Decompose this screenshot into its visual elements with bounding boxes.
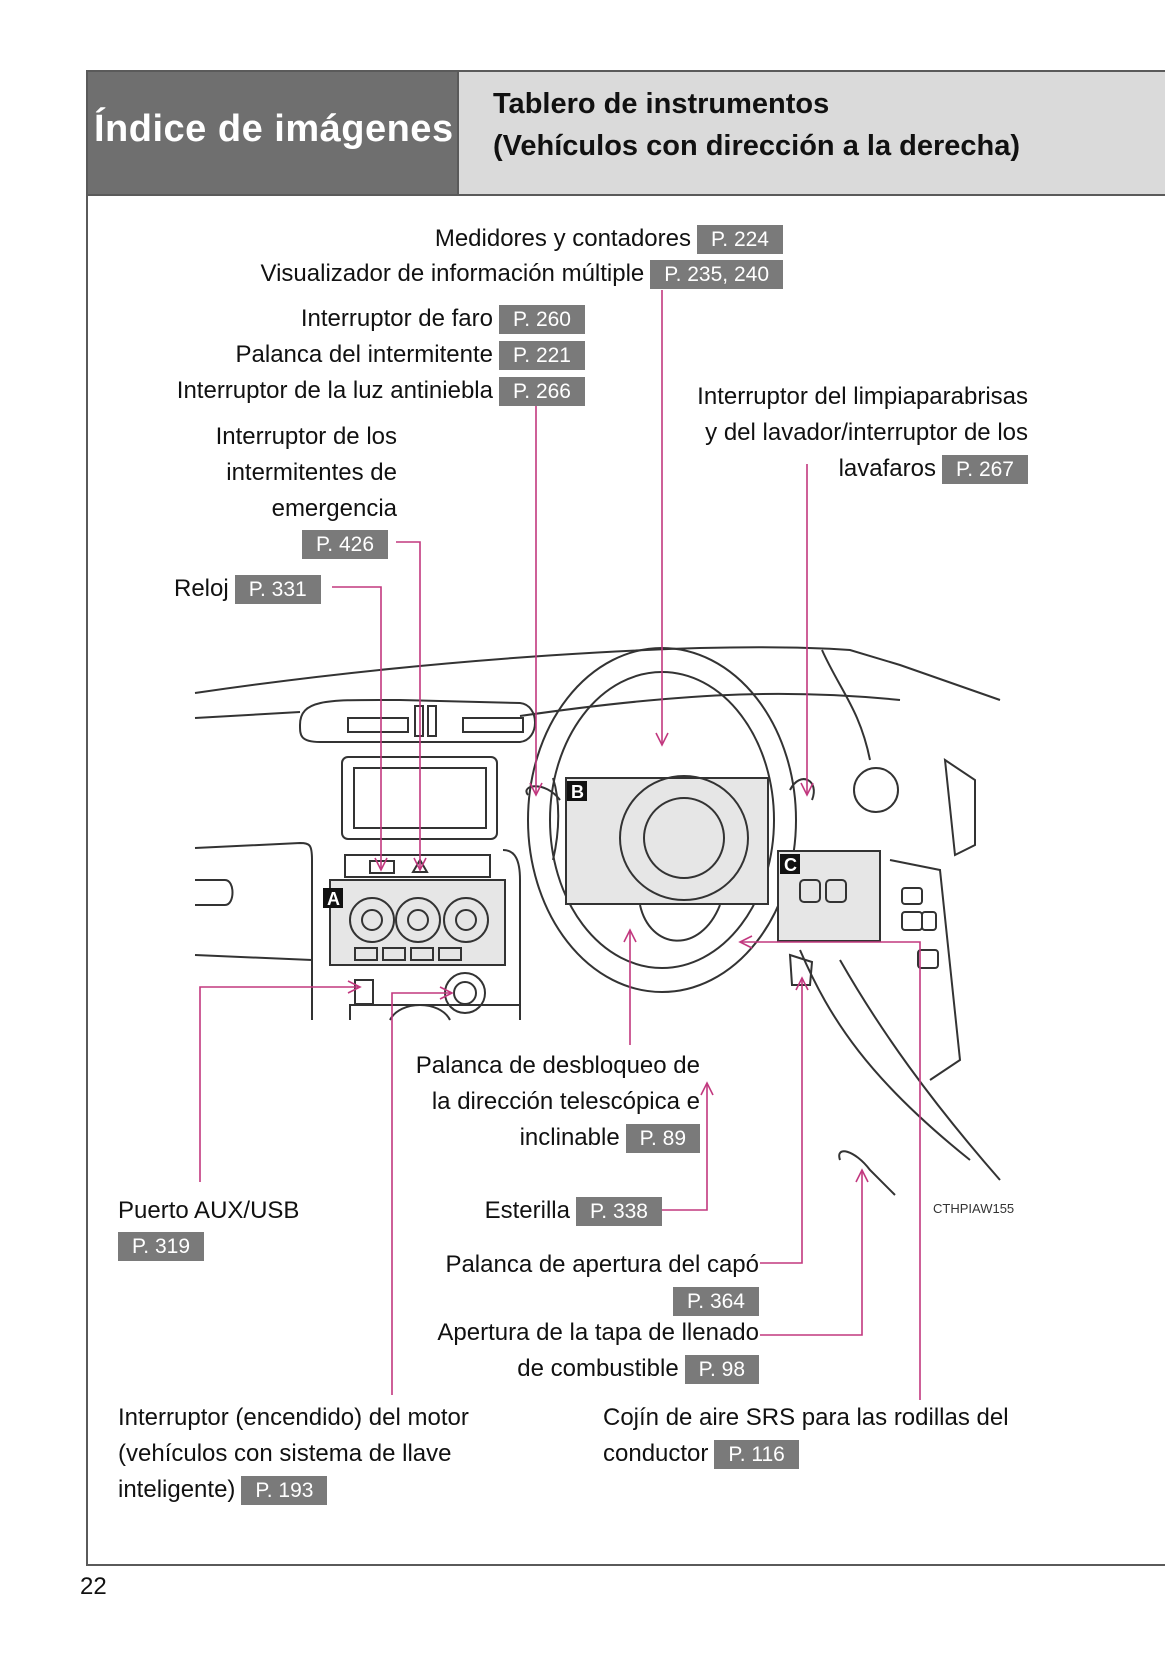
- callout-knee-airbag-line-2: conductor: [603, 1440, 709, 1467]
- callout-tilt-line-3: inclinable: [519, 1124, 620, 1151]
- leader-lines: [199, 290, 921, 1400]
- callout-wiper-line-3: lavafaros: [838, 455, 936, 482]
- page-ref-knee-airbag[interactable]: P. 116: [714, 1440, 799, 1470]
- marker-b-box: [567, 781, 587, 801]
- callout-hazard-line-3: emergencia: [271, 495, 397, 522]
- page-ref-fog-light[interactable]: P. 266: [498, 377, 585, 407]
- page-ref-multi-display[interactable]: P. 235, 240: [650, 260, 783, 290]
- page-ref-gauges[interactable]: P. 224: [696, 225, 783, 255]
- callout-turn-signal-label: Palanca del intermitente: [235, 341, 493, 368]
- callout-engine-line-1: Interruptor (encendido) del motor: [118, 1404, 469, 1431]
- callout-engine: Interruptor (encendido) del motor (vehíc…: [118, 1400, 469, 1508]
- callout-tilt-line-2: la dirección telescópica e: [431, 1088, 700, 1115]
- callout-aux-label: Puerto AUX/USB: [118, 1197, 300, 1224]
- page-ref-hazard[interactable]: P. 426: [302, 530, 389, 559]
- callout-knee-airbag: Cojín de aire SRS para las rodillas del …: [603, 1400, 1009, 1472]
- callout-gauges-label: Medidores y contadores: [434, 225, 691, 252]
- callout-tilt-line-1: Palanca de desbloqueo de: [415, 1052, 700, 1079]
- page-ref-turn-signal[interactable]: P. 221: [498, 341, 585, 371]
- callout-fuel-line-2: de combustible: [517, 1355, 679, 1382]
- page-ref-aux[interactable]: P. 319: [118, 1232, 205, 1261]
- callout-knee-airbag-line-1: Cojín de aire SRS para las rodillas del: [603, 1404, 1009, 1431]
- callout-headlight-label: Interruptor de faro: [300, 305, 493, 332]
- callout-hazard-line-1: Interruptor de los: [215, 423, 397, 450]
- section-tab: Índice de imágenes: [88, 70, 457, 196]
- callout-wiper-line-1: Interruptor del limpiaparabrisas: [697, 383, 1028, 410]
- marker-b: B: [571, 782, 584, 802]
- dashboard-drawing: [194, 646, 1001, 1196]
- section-title: Índice de imágenes: [94, 108, 454, 150]
- callout-tilt: Palanca de desbloqueo de la dirección te…: [416, 1048, 700, 1156]
- page-ref-engine[interactable]: P. 193: [241, 1476, 328, 1506]
- page-ref-mat[interactable]: P. 338: [575, 1197, 662, 1227]
- callout-hazard-line-2: intermitentes de: [226, 459, 397, 486]
- callout-hood-label: Palanca de apertura del capó: [445, 1251, 759, 1278]
- callout-aux: Puerto AUX/USB: [118, 1193, 299, 1229]
- callout-engine-line-2: (vehículos con sistema de llave: [118, 1440, 452, 1467]
- marker-a: A: [327, 889, 340, 909]
- callout-fuel-line-1: Apertura de la tapa de llenado: [437, 1319, 759, 1346]
- heading-line-2: (Vehículos con dirección a la derecha): [493, 130, 1021, 162]
- callout-mat-label: Esterilla: [484, 1197, 570, 1224]
- page-ref-tilt[interactable]: P. 89: [625, 1124, 700, 1154]
- marker-c-box: [780, 854, 800, 874]
- page-heading: Tablero de instrumentos (Vehículos con d…: [457, 70, 1165, 196]
- callout-multi-display-label: Visualizador de información múltiple: [260, 260, 645, 287]
- callout-hazard: Interruptor de los intermitentes de emer…: [216, 419, 397, 527]
- callout-wiper: Interruptor del limpiaparabrisas y del l…: [697, 379, 1028, 487]
- callout-fuel: Apertura de la tapa de llenado de combus…: [437, 1315, 759, 1387]
- page-ref-fuel[interactable]: P. 98: [684, 1355, 759, 1385]
- callout-engine-line-3: inteligente): [118, 1476, 236, 1503]
- page-ref-hood[interactable]: P. 364: [672, 1287, 759, 1316]
- marker-a-box: [323, 888, 343, 908]
- callout-fog-light-label: Interruptor de la luz antiniebla: [176, 377, 493, 404]
- page-frame: [86, 70, 1165, 1566]
- heading-line-1: Tablero de instrumentos: [493, 88, 830, 120]
- callout-clock-label: Reloj: [174, 575, 229, 602]
- callout-hood: Palanca de apertura del capó: [445, 1247, 759, 1283]
- page-ref-clock[interactable]: P. 331: [234, 575, 321, 605]
- marker-c: C: [784, 855, 797, 875]
- image-code: CTHPIAW155: [933, 1201, 1015, 1216]
- callout-wiper-line-2: y del lavador/interruptor de los: [705, 419, 1028, 446]
- page-ref-headlight[interactable]: P. 260: [498, 305, 585, 335]
- page-number: 22: [80, 1573, 107, 1600]
- page-ref-wiper[interactable]: P. 267: [941, 455, 1028, 485]
